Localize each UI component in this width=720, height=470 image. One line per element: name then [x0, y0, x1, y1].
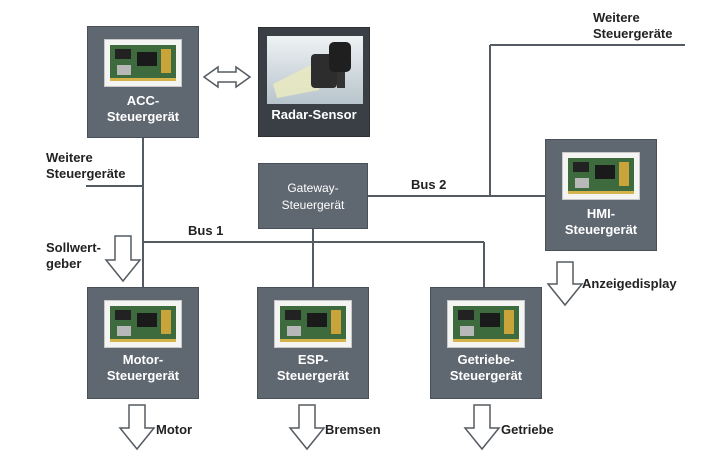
sollwertgeber-label: Sollwert- geber [46, 240, 101, 271]
hmi-label-line1: HMI- [586, 206, 616, 221]
esp-label-line1: ESP- [297, 352, 329, 367]
circuit-board-icon [104, 39, 182, 87]
motor-label-line2: Steuergerät [106, 368, 180, 383]
radar-sensor-label: Radar-Sensor [271, 107, 357, 122]
weitere-steuergeraete-left-label: Weitere Steuergeräte [46, 150, 126, 181]
anzeige-arrow-icon [546, 261, 584, 307]
esp-node: ESP- Steuergerät [257, 287, 369, 399]
bidirectional-arrow-icon [202, 65, 252, 89]
gateway-label-line2: Steuergerät [281, 198, 345, 212]
radar-sensor-node: Radar-Sensor [258, 27, 370, 137]
motor-node: Motor- Steuergerät [87, 287, 199, 399]
bremsen-output-label: Bremsen [325, 422, 381, 437]
getriebe-node: Getriebe- Steuergerät [430, 287, 542, 399]
acc-label-line2: Steuergerät [106, 109, 180, 124]
acc-label-line1: ACC- [126, 93, 160, 108]
esp-label-line2: Steuergerät [276, 368, 350, 383]
motor-output-label: Motor [156, 422, 193, 437]
hmi-node: HMI- Steuergerät [545, 139, 657, 251]
acc-node: ACC- Steuergerät [87, 26, 199, 138]
bus2-label: Bus 2 [411, 177, 447, 192]
bus1-label: Bus 1 [188, 223, 224, 238]
circuit-board-icon [274, 300, 352, 348]
motor-arrow-icon [118, 404, 156, 451]
circuit-board-icon [104, 300, 182, 348]
gateway-label-line1: Gateway- [287, 181, 339, 195]
sollwert-arrow-icon [104, 235, 142, 283]
radar-sensor-icon [267, 36, 363, 104]
hmi-label-line2: Steuergerät [564, 222, 638, 237]
weitere-steuergeraete-top-label: Weitere Steuergeräte [593, 10, 673, 41]
getriebe-label-line2: Steuergerät [449, 368, 523, 383]
bremsen-arrow-icon [288, 404, 326, 451]
getriebe-output-label: Getriebe [501, 422, 554, 437]
getriebe-label-line1: Getriebe- [457, 352, 515, 367]
gateway-node: Gateway- Steuergerät [258, 163, 368, 229]
circuit-board-icon [562, 152, 640, 200]
circuit-board-icon [447, 300, 525, 348]
getriebe-arrow-icon [463, 404, 501, 451]
motor-label-line1: Motor- [122, 352, 164, 367]
anzeigedisplay-label: Anzeigedisplay [582, 276, 677, 291]
